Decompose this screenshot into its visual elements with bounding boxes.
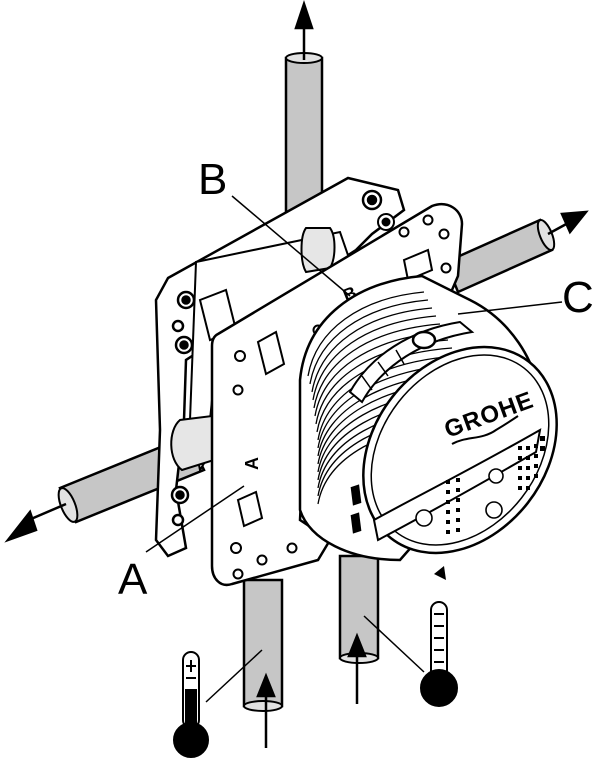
arrow-in-cold-icon	[256, 672, 276, 698]
temp-stop-knob	[411, 330, 437, 350]
hot-thermometer-icon	[420, 601, 458, 707]
body-collar	[348, 320, 475, 404]
flow-arrows	[4, 0, 589, 748]
callouts: B C A	[118, 155, 593, 604]
plate-clips	[236, 248, 434, 528]
valve-body	[298, 274, 558, 562]
dial-icon	[488, 468, 504, 484]
arrow-up-icon	[294, 0, 314, 30]
leader-cold	[205, 649, 263, 703]
leader-c	[457, 301, 563, 315]
arrow-left-icon	[4, 509, 38, 543]
port-label-a: A	[242, 457, 262, 470]
callout-a: A	[118, 555, 148, 604]
callout-c: C	[562, 273, 593, 322]
brand-wave-icon	[451, 415, 519, 445]
dial-icon	[485, 501, 503, 519]
pipe-ends	[57, 52, 556, 712]
body-cap-rim	[370, 354, 550, 546]
dial-icon	[415, 509, 433, 527]
leader-b	[231, 195, 351, 297]
cold-thermometer-icon	[173, 651, 209, 758]
leader-lines	[145, 195, 563, 703]
arrow-right-icon	[560, 210, 589, 235]
body-bottom-band	[372, 428, 542, 542]
callout-b: B	[198, 155, 227, 204]
leader-hot	[363, 615, 425, 673]
leader-a	[145, 485, 245, 553]
arrow-in-hot-icon	[347, 632, 367, 658]
